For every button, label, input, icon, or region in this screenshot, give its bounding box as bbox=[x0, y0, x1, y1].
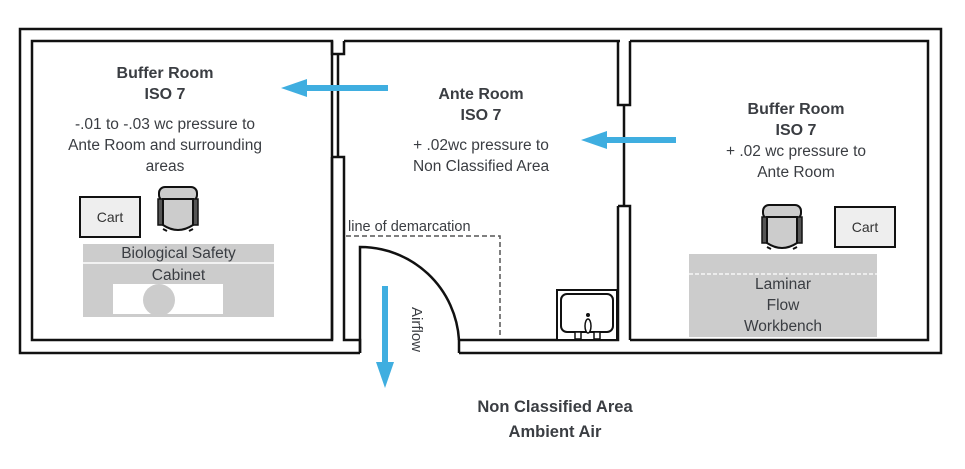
lfw-label-line1: Laminar bbox=[755, 276, 811, 293]
biological-safety-cabinet bbox=[83, 244, 274, 317]
bsc-label-line2: Cabinet bbox=[151, 267, 206, 284]
right-buffer-room-label: Buffer Room ISO 7 + .02 wc pressure to A… bbox=[696, 99, 896, 183]
room-pressure: -.01 to -.03 wc pressure to bbox=[74, 116, 256, 133]
demarcation-line bbox=[346, 235, 501, 338]
airflow-arrow-left-icon bbox=[581, 131, 676, 149]
room-title: Ante Room bbox=[438, 86, 524, 103]
room-pressure: Ante Room bbox=[757, 164, 835, 181]
left-buffer-room-label: Buffer Room ISO 7 -.01 to -.03 wc pressu… bbox=[40, 63, 290, 177]
room-pressure: Ante Room and surrounding bbox=[68, 137, 262, 154]
room-pressure: + .02wc pressure to bbox=[413, 137, 549, 154]
outer-wall bbox=[18, 27, 943, 355]
lfw-label-line3: Workbench bbox=[743, 318, 823, 335]
airflow-arrow-left-icon bbox=[281, 79, 388, 97]
right-buffer-walls bbox=[630, 39, 930, 342]
chair-icon bbox=[761, 204, 803, 250]
room-iso: ISO 7 bbox=[460, 107, 502, 124]
right-cart: Cart bbox=[834, 206, 896, 248]
room-pressure: Non Classified Area bbox=[412, 158, 550, 175]
chair-icon bbox=[157, 186, 199, 232]
sink-icon bbox=[556, 289, 618, 341]
outside-line1: Non Classified Area bbox=[477, 398, 633, 416]
laminar-flow-workbench bbox=[689, 254, 877, 337]
room-pressure: areas bbox=[145, 158, 185, 175]
left-cart: Cart bbox=[79, 196, 141, 238]
ante-room-label: Ante Room ISO 7 + .02wc pressure to Non … bbox=[381, 84, 581, 177]
room-iso: ISO 7 bbox=[775, 122, 817, 139]
demarcation-label: line of demarcation bbox=[348, 219, 471, 235]
room-iso: ISO 7 bbox=[144, 86, 186, 103]
room-title: Buffer Room bbox=[747, 101, 845, 118]
room-pressure: + .02 wc pressure to bbox=[726, 143, 866, 160]
airflow-label: Airflow bbox=[408, 307, 425, 353]
right-partition bbox=[457, 41, 632, 353]
non-classified-area-label: Non Classified Area Ambient Air bbox=[430, 395, 680, 445]
bsc-label-line1: Biological Safety bbox=[121, 245, 236, 262]
door-swing-icon bbox=[358, 245, 461, 353]
outside-line2: Ambient Air bbox=[508, 423, 602, 441]
room-title: Buffer Room bbox=[116, 65, 214, 82]
airflow-arrow-down-icon bbox=[376, 286, 394, 388]
lfw-label-line2: Flow bbox=[766, 297, 800, 314]
